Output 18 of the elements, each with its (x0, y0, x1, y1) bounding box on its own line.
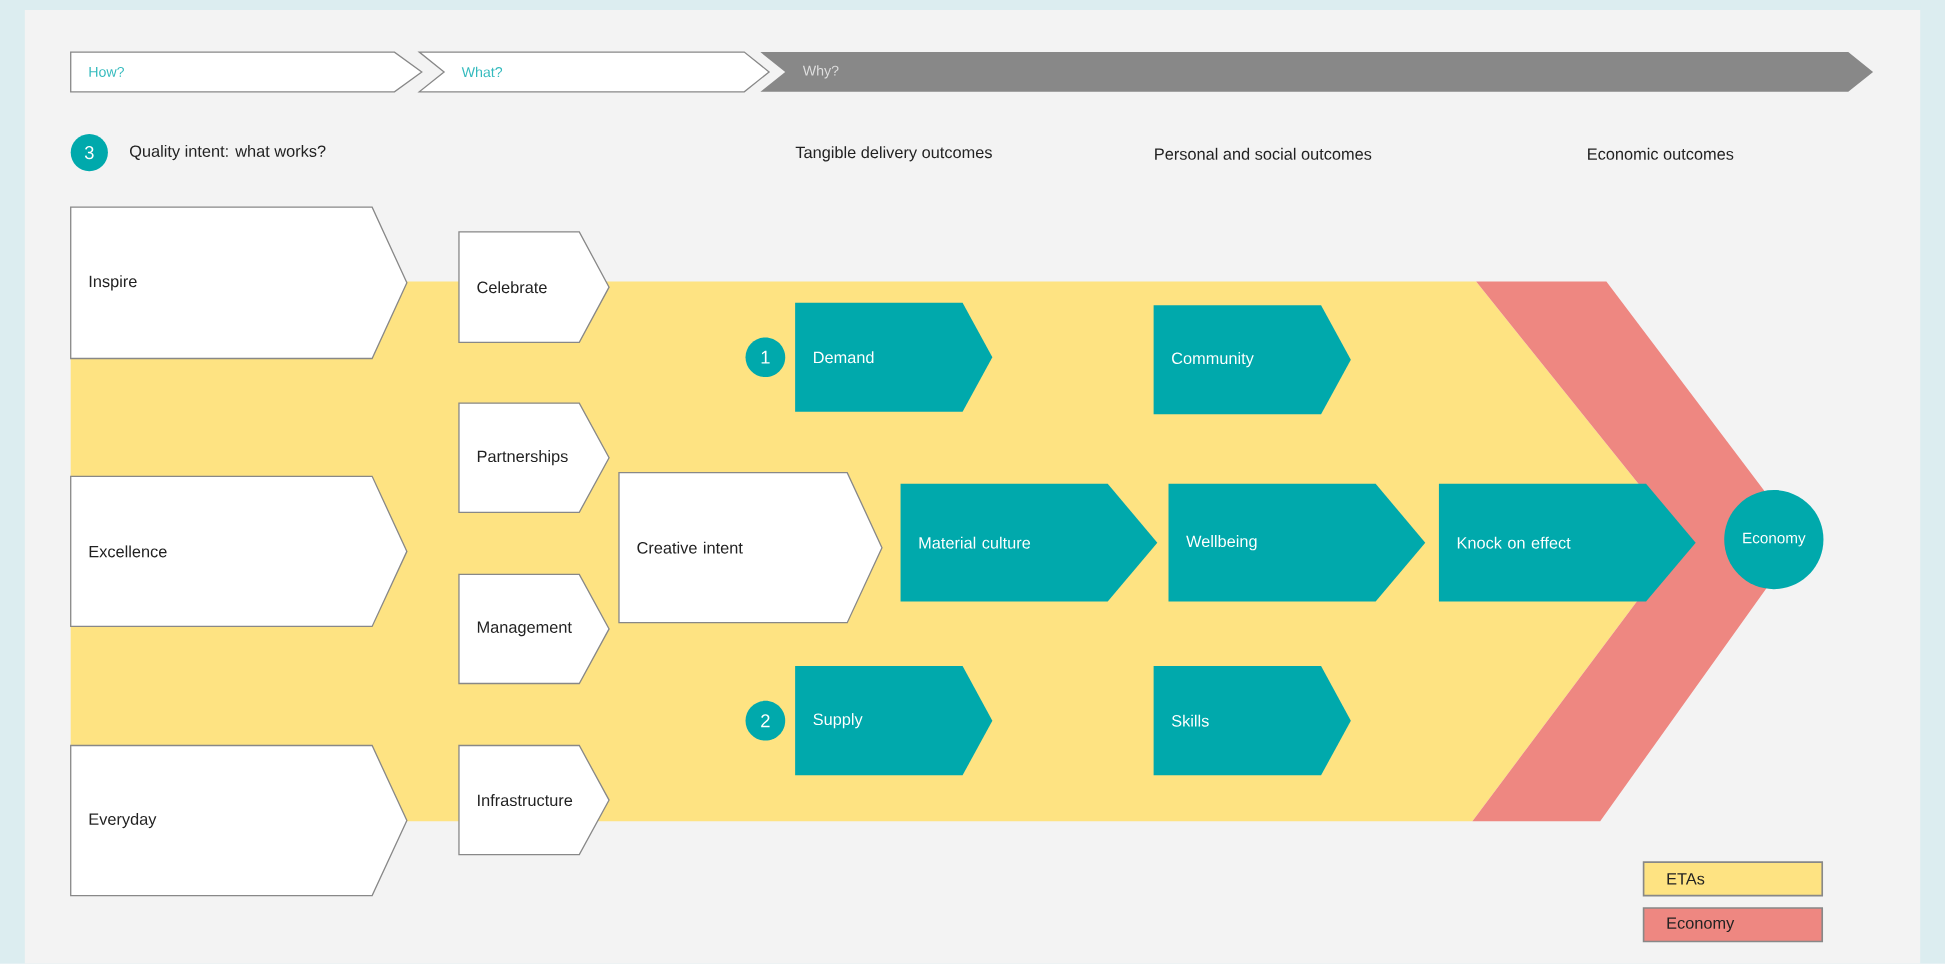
arrow-box: Excellence (70, 475, 408, 628)
arrow-box: Everyday (70, 744, 408, 897)
arrow-box: Inspire (70, 206, 408, 360)
arrow-box: Demand (795, 302, 993, 412)
circle-node: Economy (1724, 490, 1824, 590)
legend-label: Economy (1667, 917, 1735, 933)
arrow-box: Community (1153, 305, 1351, 415)
chevron-banner: What? (417, 51, 771, 93)
column-heading: Economic outcomes (1588, 147, 1734, 160)
chevron-banner: Why? (760, 52, 1874, 92)
legend-label: ETAs (1667, 873, 1705, 885)
column-heading: Personal and social outcomes (1155, 147, 1372, 160)
arrow-box: Supply (795, 666, 993, 776)
column-heading: Tangible delivery outcomes (795, 146, 992, 162)
circle-caption: Quality intent: what works? (130, 145, 326, 161)
arrow-box: Creative intent (618, 472, 883, 624)
chevron-banner: How? (70, 51, 423, 93)
arrow-box: Skills (1153, 666, 1351, 776)
